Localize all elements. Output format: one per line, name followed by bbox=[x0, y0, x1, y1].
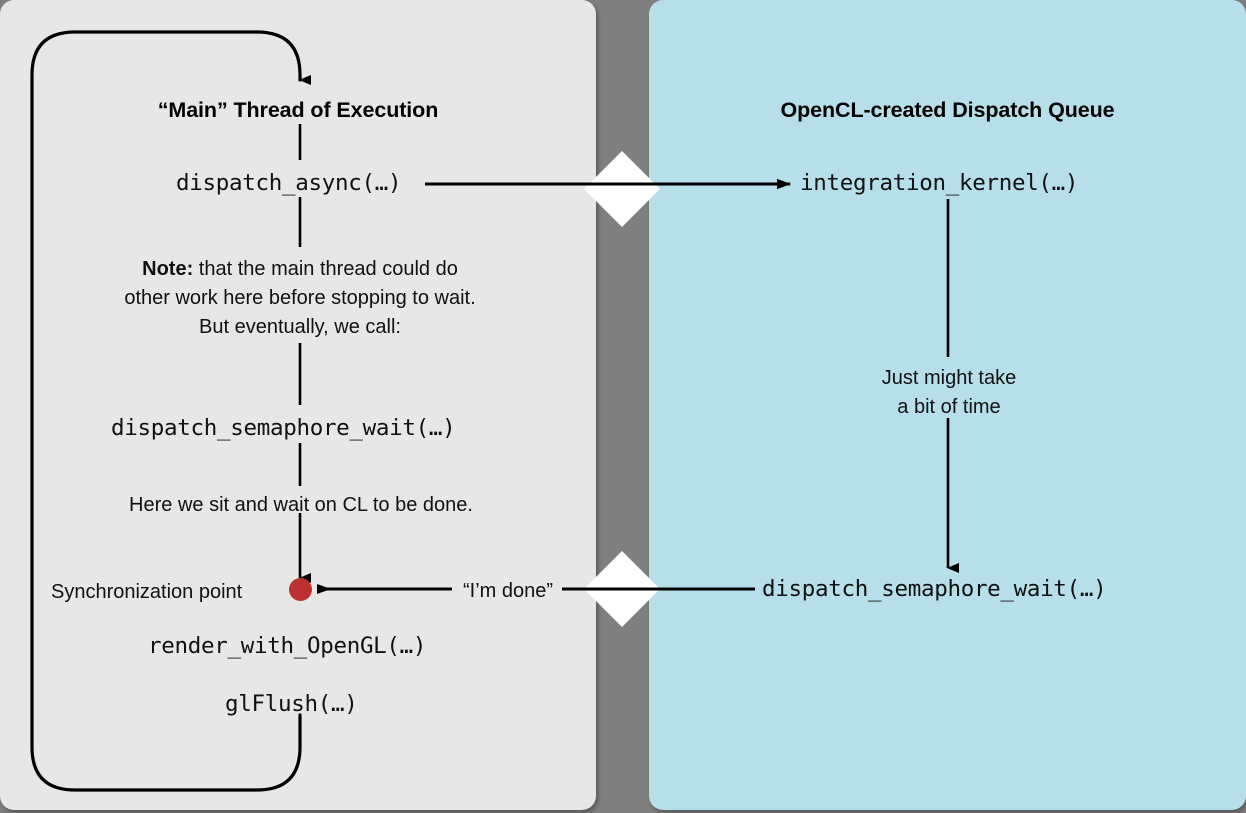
synchronization-point-dot bbox=[289, 578, 312, 601]
note-duration-line-1: Just might take bbox=[881, 367, 1017, 389]
code-glflush: glFlush(…) bbox=[225, 691, 358, 717]
code-render-with-opengl: render_with_OpenGL(…) bbox=[148, 633, 427, 659]
panel-dispatch-queue-title: OpenCL-created Dispatch Queue bbox=[780, 98, 1115, 122]
note-line-2: other work here before stopping to wait. bbox=[124, 287, 476, 309]
note-line-1: that the main thread could do bbox=[193, 258, 458, 280]
panel-main-thread: “Main” Thread of Execution bbox=[0, 0, 596, 810]
code-integration-kernel: integration_kernel(…) bbox=[800, 170, 1079, 196]
note-duration: Just might take a bit of time bbox=[820, 364, 1078, 422]
sync-point-label: Synchronization point bbox=[51, 581, 243, 603]
panel-main-thread-title: “Main” Thread of Execution bbox=[157, 98, 439, 122]
code-dispatch-semaphore-wait-main: dispatch_semaphore_wait(…) bbox=[111, 415, 456, 441]
done-label: “I’m done” bbox=[462, 580, 554, 602]
note-block: Note: that the main thread could do othe… bbox=[85, 255, 515, 342]
note-wait-on-cl: Here we sit and wait on CL to be done. bbox=[129, 494, 473, 516]
panel-dispatch-queue: OpenCL-created Dispatch Queue bbox=[649, 0, 1246, 810]
note-label: Note: bbox=[142, 258, 194, 280]
note-duration-line-2: a bit of time bbox=[897, 396, 1001, 418]
note-line-3: But eventually, we call: bbox=[199, 316, 401, 338]
code-dispatch-semaphore-wait-queue: dispatch_semaphore_wait(…) bbox=[762, 576, 1107, 602]
code-dispatch-async: dispatch_async(…) bbox=[176, 170, 402, 196]
